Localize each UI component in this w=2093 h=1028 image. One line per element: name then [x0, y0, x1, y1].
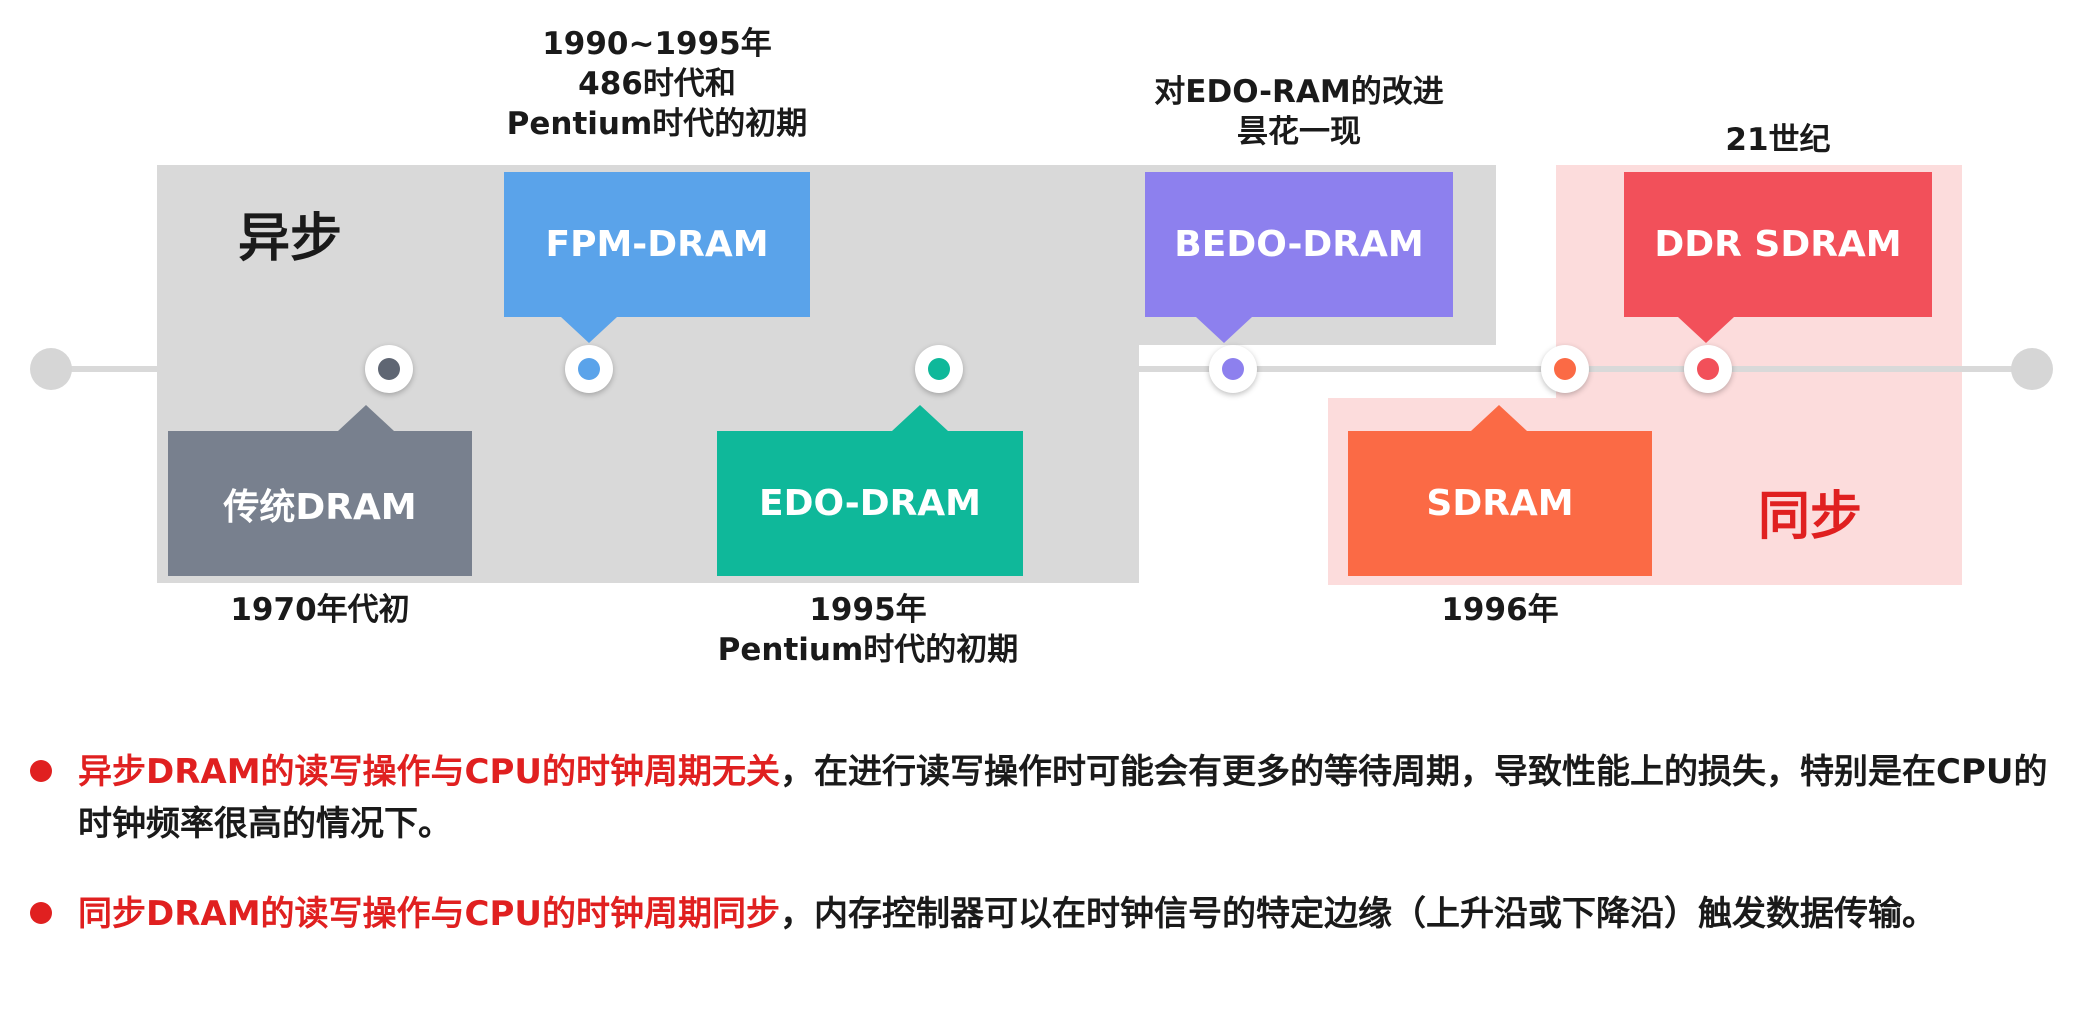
- marker-fpm: [565, 345, 613, 393]
- sdram-pointer: [1471, 405, 1527, 431]
- marker-sdram: [1541, 345, 1589, 393]
- traditional-dram-box: 传统DRAM: [168, 431, 472, 576]
- edo-dram-label: EDO-DRAM: [759, 483, 981, 524]
- marker-dot: [928, 358, 950, 380]
- timeline-end-dot: [2011, 348, 2053, 390]
- fpm-dram-pointer: [561, 317, 617, 343]
- marker-edo: [915, 345, 963, 393]
- sync-title: 同步: [1758, 487, 1863, 547]
- timeline-line: [52, 366, 2032, 372]
- bullet-dot-icon: [30, 902, 52, 924]
- bullet-sync-highlight: 同步DRAM的读写操作与CPU的时钟周期同步: [78, 894, 781, 934]
- edo-dram-box: EDO-DRAM: [717, 431, 1023, 576]
- traditional-date-label: 1970年代初: [230, 592, 410, 628]
- bullet-async-rest: ，在进行读写操作时可能会有更多的等待周期，导致性能上的损失，特别是在CPU的时钟…: [78, 752, 2048, 844]
- sdram-box: SDRAM: [1348, 431, 1652, 576]
- marker-dot: [1222, 358, 1244, 380]
- bullet-async-text: 异步DRAM的读写操作与CPU的时钟周期无关，在进行读写操作时可能会有更多的等待…: [78, 746, 2060, 850]
- marker-dot: [1697, 358, 1719, 380]
- bedo-date-label: 对EDO-RAM的改进 昙花一现: [1154, 74, 1444, 150]
- bullet-sync-text: 同步DRAM的读写操作与CPU的时钟周期同步，内存控制器可以在时钟信号的特定边缘…: [78, 888, 2060, 940]
- fpm-dram-box: FPM-DRAM: [504, 172, 810, 317]
- edo-date-label: 1995年 Pentium时代的初期: [717, 592, 1019, 668]
- fpm-date-label: 1990~1995年 486时代和 Pentium时代的初期: [506, 26, 808, 142]
- fpm-dram-label: FPM-DRAM: [545, 224, 769, 265]
- marker-ddr: [1684, 345, 1732, 393]
- ddr-date-label: 21世纪: [1725, 122, 1831, 158]
- bedo-dram-label: BEDO-DRAM: [1174, 224, 1424, 265]
- bullet-dot-icon: [30, 760, 52, 782]
- bullet-async: 异步DRAM的读写操作与CPU的时钟周期无关，在进行读写操作时可能会有更多的等待…: [30, 746, 2060, 850]
- marker-dot: [378, 358, 400, 380]
- sdram-label: SDRAM: [1426, 483, 1574, 524]
- edo-dram-pointer: [892, 405, 948, 431]
- ddr-sdram-pointer: [1678, 317, 1734, 343]
- marker-traditional: [365, 345, 413, 393]
- traditional-dram-label: 传统DRAM: [223, 486, 417, 528]
- bullet-async-highlight: 异步DRAM的读写操作与CPU的时钟周期无关: [78, 752, 781, 792]
- ddr-sdram-label: DDR SDRAM: [1654, 224, 1902, 265]
- bullet-sync: 同步DRAM的读写操作与CPU的时钟周期同步，内存控制器可以在时钟信号的特定边缘…: [30, 888, 2060, 940]
- traditional-dram-pointer: [338, 405, 394, 431]
- sdram-date-label: 1996年: [1441, 592, 1559, 628]
- bedo-dram-box: BEDO-DRAM: [1145, 172, 1453, 317]
- marker-bedo: [1209, 345, 1257, 393]
- bullet-sync-rest: ，内存控制器可以在时钟信号的特定边缘（上升沿或下降沿）触发数据传输。: [780, 894, 1937, 934]
- bedo-dram-pointer: [1196, 317, 1252, 343]
- async-title: 异步: [238, 209, 343, 269]
- marker-dot: [578, 358, 600, 380]
- timeline-start-dot: [30, 348, 72, 390]
- ddr-sdram-box: DDR SDRAM: [1624, 172, 1932, 317]
- marker-dot: [1554, 358, 1576, 380]
